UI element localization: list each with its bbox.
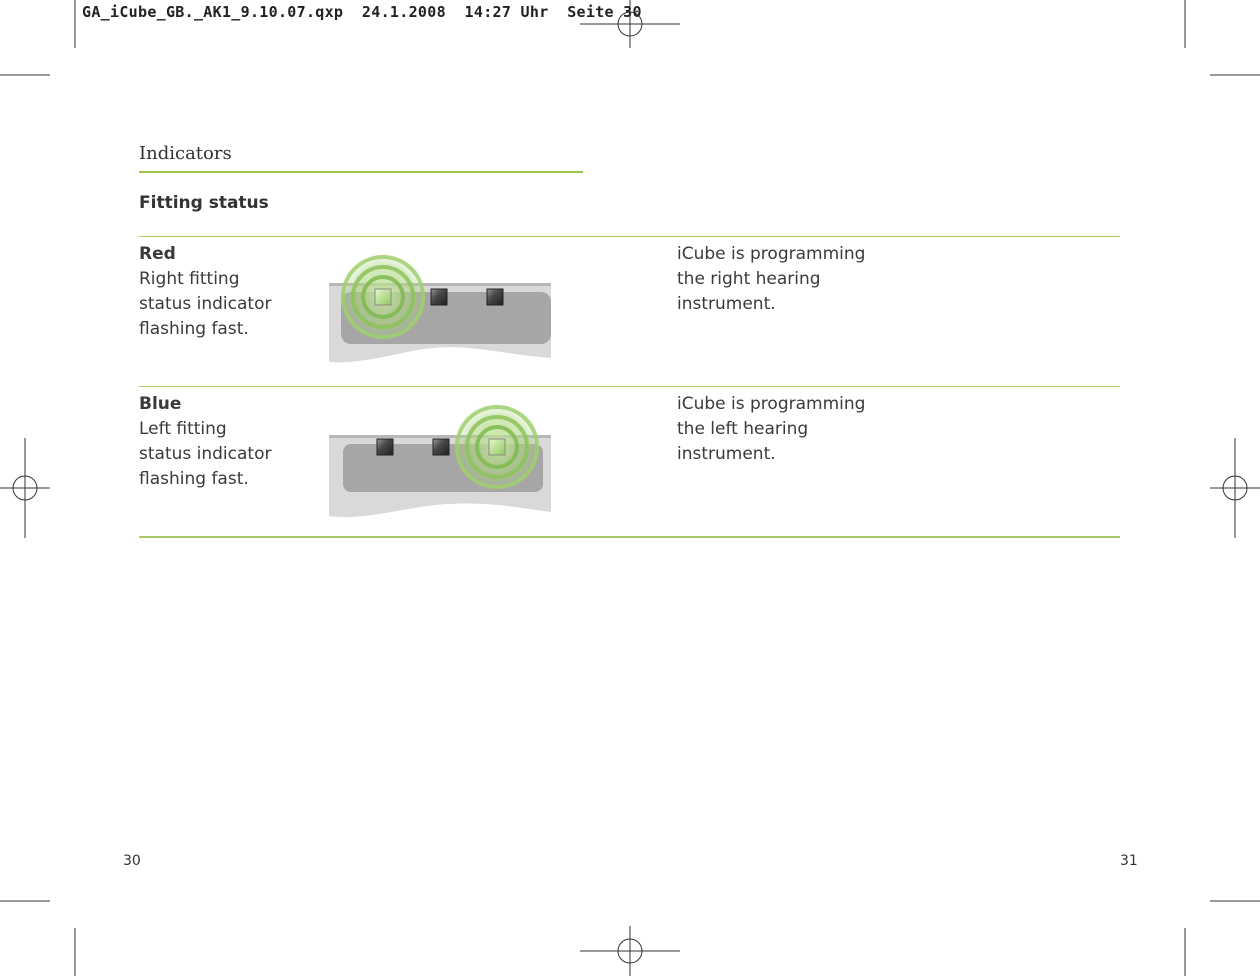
device-illustration-left-indicator <box>329 403 551 518</box>
row-label-line: Left fitting <box>139 419 227 439</box>
row-label-line: status indicator <box>139 294 272 314</box>
row-description-line: iCube is programming <box>677 244 866 264</box>
row-name: Blue <box>139 394 182 414</box>
row-divider-middle <box>139 386 1120 387</box>
row-label-red: Red Right fitting status indicator flash… <box>139 242 271 342</box>
row-label-line: status indicator <box>139 444 272 464</box>
section-title-rule <box>139 171 583 173</box>
row-label-line: Right fitting <box>139 269 240 289</box>
section-title: Indicators <box>139 143 232 164</box>
row-divider-top <box>139 236 1120 237</box>
page-number-right: 31 <box>1120 853 1138 869</box>
row-name: Red <box>139 244 176 264</box>
row-description-red: iCube is programming the right hearing i… <box>677 242 865 317</box>
section-subtitle: Fitting status <box>139 193 269 213</box>
file-slug-text: GA_iCube_GB._AK1_9.10.07.qxp 24.1.2008 1… <box>82 3 642 21</box>
device-illustration-right-indicator <box>329 253 551 363</box>
page-number-left: 30 <box>123 853 141 869</box>
row-description-line: the right hearing <box>677 269 821 289</box>
row-label-line: flashing fast. <box>139 469 249 489</box>
row-description-line: instrument. <box>677 444 776 464</box>
row-description-line: the left hearing <box>677 419 809 439</box>
row-description-line: instrument. <box>677 294 776 314</box>
row-divider-bottom <box>139 536 1120 538</box>
row-description-line: iCube is programming <box>677 394 866 414</box>
row-label-blue: Blue Left fitting status indicator flash… <box>139 392 271 492</box>
row-label-line: flashing fast. <box>139 319 249 339</box>
row-description-blue: iCube is programming the left hearing in… <box>677 392 865 467</box>
